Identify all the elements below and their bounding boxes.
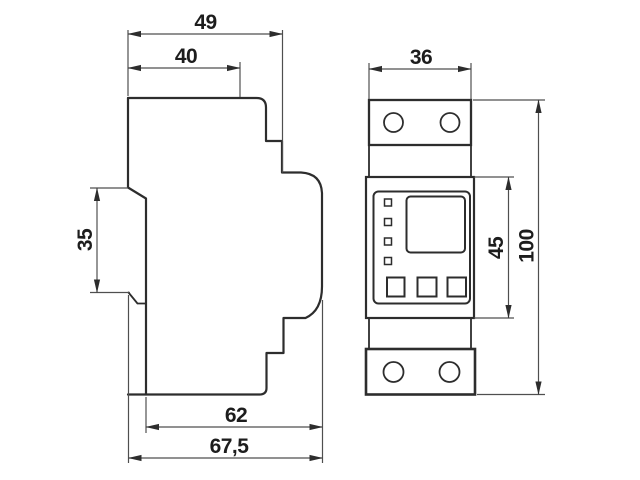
indicator-led-4 <box>383 256 393 266</box>
dimension-label-35: 35 <box>74 228 97 251</box>
top-terminal-block <box>367 98 473 147</box>
dimension-62 <box>145 300 324 463</box>
dimension-labels: 49 40 36 35 45 100 62 67,5 <box>74 11 539 458</box>
indicator-led-2 <box>383 217 393 227</box>
din-clip-notch <box>127 291 147 305</box>
dimension-49 <box>127 30 284 173</box>
dimension-label-45: 45 <box>485 236 508 259</box>
dimension-100 <box>473 99 545 396</box>
dimension-label-67-5: 67,5 <box>210 435 250 458</box>
dimension-label-40: 40 <box>175 45 197 68</box>
main-body <box>364 175 476 320</box>
dimension-lines <box>90 30 545 463</box>
indicator-led-1 <box>383 198 393 207</box>
button-3 <box>446 276 467 298</box>
bottom-terminal-block <box>364 347 477 396</box>
dimension-label-49: 49 <box>194 11 216 34</box>
dimension-40 <box>127 62 241 97</box>
control-panel <box>372 190 471 305</box>
dimension-label-100: 100 <box>516 229 539 263</box>
button-2 <box>416 276 438 298</box>
top-terminal-screw-hole-right <box>439 112 461 133</box>
display <box>405 195 466 254</box>
bottom-terminal-screw-hole-right <box>438 361 461 383</box>
dimension-67-5 <box>127 295 323 463</box>
button-1 <box>386 276 406 298</box>
dimension-45 <box>474 176 514 319</box>
dimension-36 <box>368 63 472 99</box>
side-profile-outline <box>126 96 324 396</box>
top-terminal-screw-hole-left <box>383 112 404 133</box>
side-view <box>126 96 324 396</box>
bottom-terminal-screw-hole-left <box>382 361 405 383</box>
dimension-35 <box>90 187 130 294</box>
indicator-led-3 <box>383 237 393 246</box>
dimension-label-62: 62 <box>225 404 247 427</box>
dimension-label-36: 36 <box>410 46 432 69</box>
front-view <box>364 98 477 396</box>
side-profile-left-edge <box>126 96 148 396</box>
